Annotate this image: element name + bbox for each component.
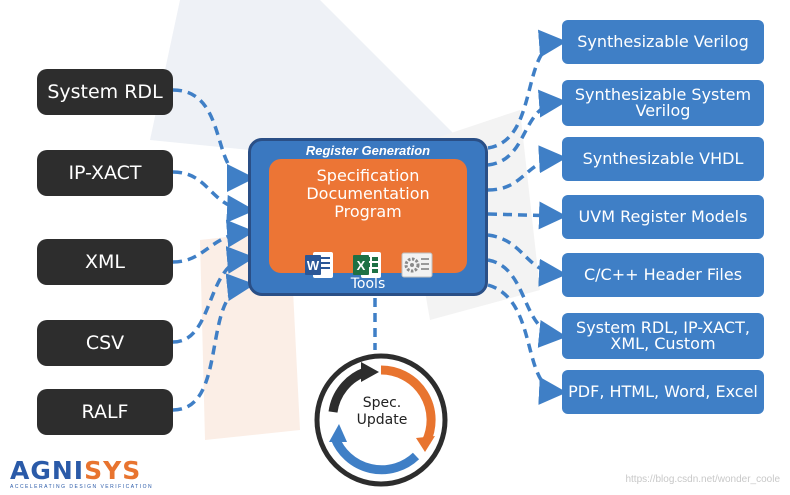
- input-ralf: RALF: [37, 389, 173, 435]
- output-rdl-ipxact-xml: System RDL, IP-XACT, XML, Custom: [562, 313, 764, 359]
- output-c-headers: C/C++ Header Files: [562, 253, 764, 297]
- arrow-output-6: [487, 258, 567, 348]
- settings-doc-icon: [401, 252, 433, 278]
- output-uvm-models: UVM Register Models: [562, 195, 764, 239]
- arrow-input-4: [172, 246, 255, 344]
- output-synth-sysverilog: Synthesizable System Verilog: [562, 80, 764, 126]
- output-synth-vhdl: Synthesizable VHDL: [562, 137, 764, 181]
- spec-program-block: Specification Documentation Program W X: [269, 159, 467, 278]
- input-label: RALF: [81, 401, 129, 423]
- spec-program-label: Specification Documentation Program: [306, 166, 430, 221]
- input-system-rdl: System RDL: [37, 69, 173, 115]
- arrow-output-4: [487, 201, 567, 230]
- output-label: Synthesizable System Verilog: [574, 85, 752, 120]
- output-label: Synthesizable VHDL: [582, 149, 744, 168]
- input-ip-xact: IP-XACT: [37, 150, 173, 196]
- excel-icon: X: [353, 252, 381, 278]
- logo-text-a: AGNI: [10, 456, 85, 485]
- spec-update-cycle-icon: [314, 353, 448, 487]
- input-xml: XML: [37, 239, 173, 285]
- input-label: CSV: [85, 332, 125, 354]
- output-synth-verilog: Synthesizable Verilog: [562, 20, 764, 64]
- input-csv: CSV: [37, 320, 173, 366]
- arrow-input-5: [172, 273, 255, 412]
- input-label: XML: [85, 251, 125, 273]
- logo-tagline: ACCELERATING DESIGN VERIFICATION: [10, 484, 154, 490]
- svg-text:W: W: [307, 258, 320, 273]
- arrow-output-5: [487, 233, 567, 287]
- arrow-output-1: [487, 29, 567, 150]
- agnisys-logo: AGNISYS ACCELERATING DESIGN VERIFICATION: [10, 458, 153, 490]
- watermark: https://blog.csdn.net/wonder_coole: [625, 474, 780, 485]
- center-title: Register Generation: [305, 143, 431, 158]
- output-label: PDF, HTML, Word, Excel: [568, 382, 758, 401]
- arrow-output-2: [487, 89, 567, 167]
- output-pdf-html-word: PDF, HTML, Word, Excel: [562, 370, 764, 414]
- word-icon: W: [305, 252, 333, 278]
- output-label: C/C++ Header Files: [583, 265, 743, 284]
- output-label: Synthesizable Verilog: [577, 32, 749, 51]
- svg-text:X: X: [357, 258, 366, 273]
- input-label: IP-XACT: [68, 162, 142, 184]
- spec-update-label: Spec. Update: [356, 395, 408, 428]
- arrow-output-3: [487, 145, 567, 192]
- register-generation-block: Register Generation Specification Docume…: [248, 138, 488, 296]
- logo-text-b: SYS: [84, 456, 142, 485]
- arrow-input-1: [172, 88, 255, 192]
- arrow-input-3: [172, 219, 255, 264]
- arrow-input-2: [172, 170, 255, 223]
- tools-label: Tools: [350, 276, 386, 292]
- input-label: System RDL: [47, 81, 163, 103]
- arrow-output-7: [487, 283, 567, 405]
- output-label: System RDL, IP-XACT, XML, Custom: [576, 318, 750, 353]
- output-label: UVM Register Models: [578, 207, 748, 226]
